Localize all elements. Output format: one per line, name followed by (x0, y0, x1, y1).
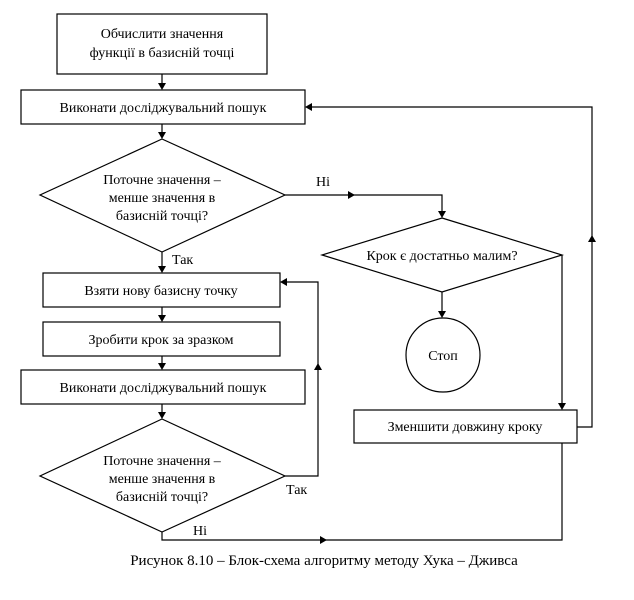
edge-reduce-back-to-explore (305, 103, 596, 428)
edge-explore-2-to-decision-2 (158, 404, 166, 419)
edge-decision-2-no (161, 443, 563, 544)
edge-decision-1-no (285, 191, 446, 218)
node-explore-2-label: Виконати досліджувальний пошук (60, 381, 267, 396)
edge-new-base-to-pattern (158, 307, 166, 322)
node-step-small: Крок є достатньо малим? (319, 217, 565, 293)
node-decision-1-line-3: базисній точці? (116, 209, 208, 224)
node-explore-2: Виконати досліджувальний пошук (20, 369, 306, 405)
node-step-small-label: Крок є достатньо малим? (366, 249, 517, 264)
node-stop-label: Стоп (428, 349, 458, 364)
label-decision-2-no: Ні (193, 524, 207, 539)
edge-step-small-to-stop (438, 292, 446, 318)
node-explore-1: Виконати досліджувальний пошук (20, 89, 306, 125)
edge-explore-to-decision-1 (158, 124, 166, 139)
node-decision-2: Поточне значення – менше значення в бази… (38, 418, 287, 533)
label-decision-1-yes: Так (172, 253, 193, 268)
node-decision-1-line-2: менше значення в (109, 191, 216, 206)
node-decision-2-line-3: базисній точці? (116, 490, 208, 505)
node-pattern-step-label: Зробити крок за зразком (88, 333, 233, 348)
node-decision-2-line-1: Поточне значення – (103, 454, 222, 469)
node-reduce-step: Зменшити довжину кроку (353, 409, 578, 444)
node-new-base: Взяти нову базисну точку (42, 272, 281, 308)
node-reduce-step-label: Зменшити довжину кроку (388, 420, 543, 435)
node-explore-1-label: Виконати досліджувальний пошук (60, 101, 267, 116)
node-stop: Стоп (405, 317, 481, 393)
node-decision-1: Поточне значення – менше значення в бази… (38, 138, 287, 253)
node-compute-base-line-2: функції в базисній точці (90, 46, 235, 61)
label-decision-1-no: Ні (316, 175, 330, 190)
label-decision-2-yes: Так (286, 483, 307, 498)
node-pattern-step: Зробити крок за зразком (42, 321, 281, 357)
edge-decision-1-yes (158, 252, 166, 273)
node-decision-2-line-2: менше значення в (109, 472, 216, 487)
node-compute-base-line-1: Обчислити значення (101, 27, 224, 42)
edge-compute-to-explore (158, 74, 166, 90)
node-compute-base: Обчислити значення функції в базисній то… (56, 13, 268, 75)
figure-caption: Рисунок 8.10 – Блок-схема алгоритму мето… (130, 553, 518, 569)
edge-pattern-to-explore-2 (158, 356, 166, 370)
node-new-base-label: Взяти нову базисну точку (84, 284, 237, 299)
edge-step-small-to-reduce (558, 255, 566, 410)
edge-decision-2-yes (280, 278, 322, 477)
node-decision-1-line-1: Поточне значення – (103, 173, 222, 188)
